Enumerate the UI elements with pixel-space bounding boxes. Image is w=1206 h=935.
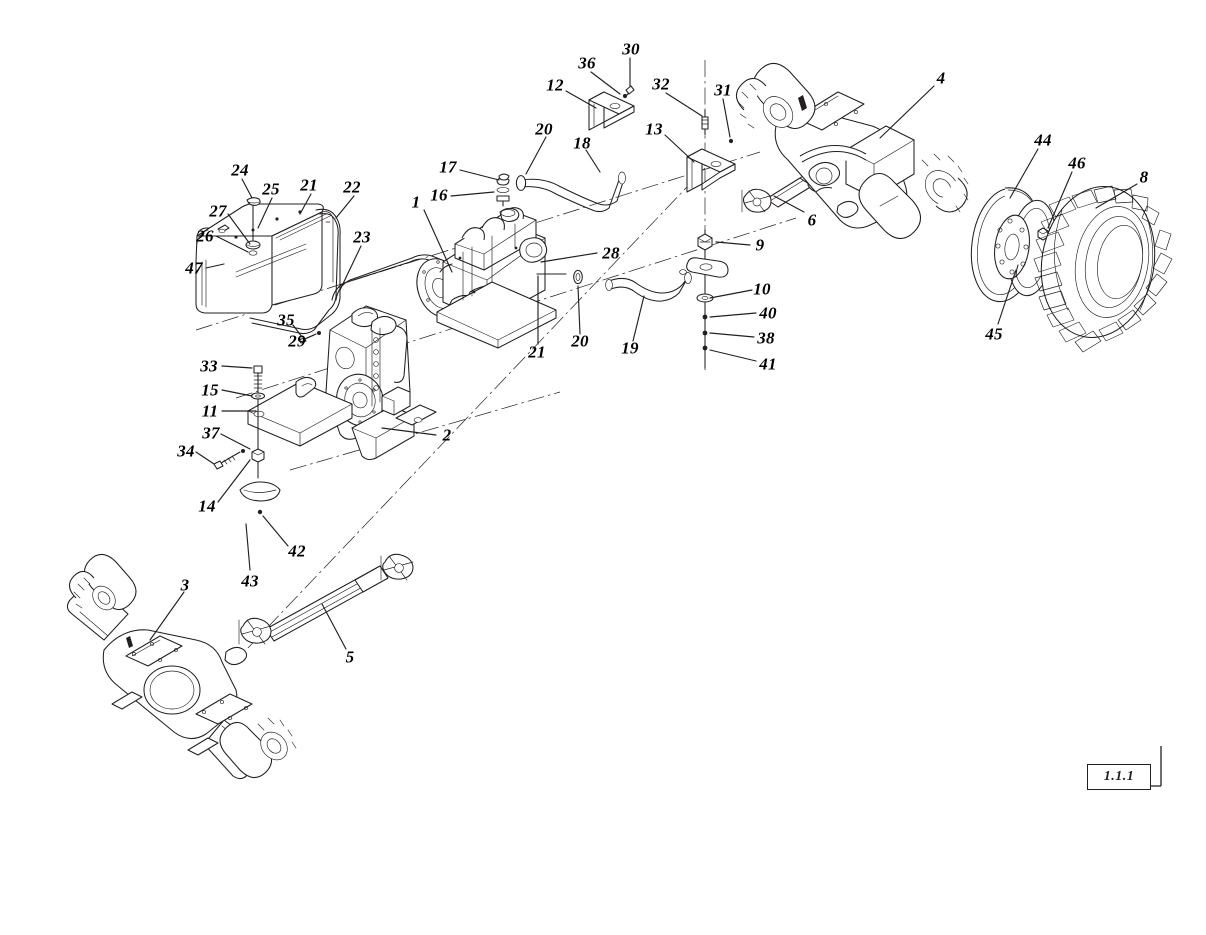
rear-axle-assembly [66, 553, 297, 780]
callout-43: 43 [241, 571, 259, 591]
callout-36: 36 [578, 53, 596, 73]
callout-21-hose: 21 [528, 342, 546, 362]
callout-9: 9 [755, 235, 765, 255]
callout-20-lower: 20 [571, 331, 589, 351]
callout-15: 15 [201, 380, 219, 400]
callout-35: 35 [277, 310, 295, 330]
page-reference-block: 1.1.1 [1087, 764, 1151, 790]
callout-11: 11 [201, 401, 219, 421]
callout-20-upper: 20 [535, 119, 553, 139]
callout-37: 37 [202, 423, 220, 443]
callout-2: 2 [442, 425, 452, 445]
callout-40: 40 [759, 303, 777, 323]
callout-6: 6 [807, 210, 817, 230]
tire [1033, 185, 1173, 353]
callout-24: 24 [231, 160, 249, 180]
callout-28: 28 [602, 243, 620, 263]
callout-45: 45 [985, 324, 1003, 344]
callout-47: 47 [185, 258, 203, 278]
callout-5: 5 [345, 647, 355, 667]
callout-44: 44 [1034, 130, 1052, 150]
callout-42: 42 [288, 541, 306, 561]
callout-38: 38 [757, 328, 775, 348]
upper-hose-assembly [515, 171, 626, 213]
callout-16: 16 [430, 185, 448, 205]
callout-1: 1 [411, 192, 421, 212]
callout-26: 26 [196, 226, 214, 246]
callout-8: 8 [1139, 167, 1149, 187]
fuel-tank-assembly [195, 197, 453, 335]
leader-lines [149, 57, 1138, 650]
engine-mount-hardware [213, 331, 437, 515]
callout-46: 46 [1068, 153, 1086, 173]
callout-31: 31 [714, 80, 732, 100]
callout-18: 18 [573, 133, 591, 153]
callout-34: 34 [177, 441, 195, 461]
callout-41: 41 [759, 354, 777, 374]
callout-30: 30 [622, 39, 640, 59]
callout-17: 17 [439, 157, 457, 177]
callout-19: 19 [621, 338, 639, 358]
callout-14: 14 [198, 496, 216, 516]
rear-driveshaft [238, 553, 414, 645]
mounting-bracket-left [588, 85, 635, 131]
callout-23: 23 [353, 227, 371, 247]
callout-10: 10 [753, 279, 771, 299]
callout-25: 25 [262, 179, 280, 199]
engine-assembly [416, 173, 557, 349]
callout-32: 32 [652, 74, 670, 94]
front-axle-assembly [735, 62, 969, 240]
callout-3: 3 [180, 575, 190, 595]
callout-21-tank: 21 [300, 175, 318, 195]
callout-12: 12 [546, 75, 564, 95]
lower-hose-assembly [536, 269, 692, 302]
callout-22: 22 [343, 177, 361, 197]
transmission-assembly [325, 305, 415, 461]
callout-27: 27 [209, 201, 227, 221]
callout-29: 29 [288, 331, 306, 351]
page-reference-text: 1.1.1 [1103, 769, 1135, 784]
callout-33: 33 [200, 356, 218, 376]
hardware-stack [679, 229, 729, 369]
callout-4: 4 [936, 68, 946, 88]
callout-13: 13 [645, 119, 663, 139]
centerlines [195, 60, 797, 649]
